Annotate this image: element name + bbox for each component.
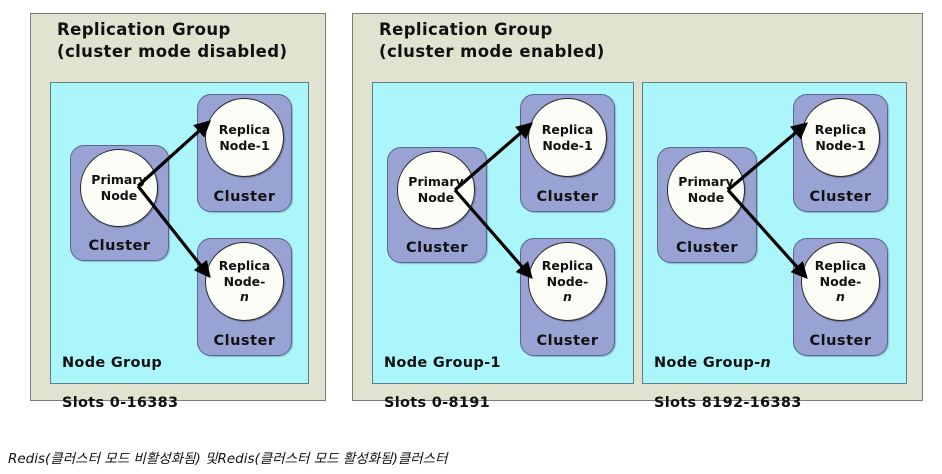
- cluster-label: Cluster: [536, 189, 599, 205]
- node-label-line2-text: Node-: [546, 273, 589, 289]
- node-group-name: Node Group-1: [384, 355, 501, 371]
- node-group-box-n: Cluster Primary Node Cluster Replica Nod…: [642, 82, 907, 411]
- cluster-label: Cluster: [88, 238, 151, 254]
- node-label-line2: Node-n: [820, 274, 862, 305]
- cluster-label: Cluster: [809, 333, 872, 349]
- node-replica-1-0: Replica Node-1: [205, 98, 284, 177]
- node-label-line1: Replica: [541, 258, 594, 274]
- node-replica-n-0: Replica Node-n: [205, 242, 284, 321]
- node-group-name-n: Node Group-n: [654, 355, 772, 371]
- node-label-line2-text: Node-: [819, 273, 862, 289]
- node-label-line1: Replica: [218, 121, 271, 137]
- node-label-line2: Node: [687, 190, 725, 205]
- node-label-line2: Node-1: [542, 137, 593, 153]
- node-group-slots: Slots 0-16383: [62, 395, 179, 411]
- node-label-line2: Node-n: [224, 274, 266, 305]
- node-label-italic-suffix: n: [240, 289, 249, 305]
- cluster-label: Cluster: [676, 240, 738, 256]
- node-replica-n-1: Replica Node-n: [528, 242, 607, 321]
- cluster-label: Cluster: [536, 333, 599, 349]
- node-label-line1: Primary: [91, 172, 147, 188]
- node-group-name: Node Group: [62, 355, 163, 371]
- node-label-line2: Node: [100, 188, 138, 203]
- node-label-line2-text: Node-: [223, 273, 266, 289]
- node-label-line2: Node-1: [815, 137, 866, 153]
- node-replica-1-n: Replica Node-1: [801, 98, 880, 177]
- cluster-label: Cluster: [809, 189, 872, 205]
- node-primary-0: Primary Node: [80, 149, 158, 227]
- node-primary-n: Primary Node: [667, 151, 745, 229]
- node-group-label-0: Node Group Slots 0-16383: [62, 333, 178, 413]
- node-label-line2: Node-1: [219, 137, 270, 153]
- cluster-label: Cluster: [213, 189, 276, 205]
- panel-title-enabled: Replication Group (cluster mode enabled): [379, 20, 605, 61]
- figure-caption: Redis(클러스터 모드 비활성화됨) 및Redis(클러스터 모드 활성화됨…: [8, 451, 448, 467]
- cluster-label: Cluster: [406, 240, 468, 256]
- node-label-line1: Primary: [678, 174, 734, 190]
- cluster-label: Cluster: [213, 333, 276, 349]
- panel-title-disabled: Replication Group (cluster mode disabled…: [57, 20, 288, 61]
- node-label-line1: Replica: [814, 121, 867, 137]
- node-group-label-1: Node Group-1 Slots 0-8191: [384, 333, 501, 413]
- panel-cluster-mode-enabled: Replication Group (cluster mode enabled)…: [352, 13, 923, 411]
- node-label-line1: Primary: [408, 174, 464, 190]
- node-replica-1-1: Replica Node-1: [528, 98, 607, 177]
- node-group-box-0: Cluster Primary Node Cluster Replica Nod…: [50, 82, 309, 411]
- node-label-line1: Replica: [541, 121, 594, 137]
- node-label-line2: Node-n: [547, 274, 589, 305]
- node-label-line2: Node: [417, 190, 455, 205]
- panel-cluster-mode-disabled: Replication Group (cluster mode disabled…: [30, 13, 326, 411]
- node-label-italic-suffix: n: [563, 289, 572, 305]
- node-label-italic-suffix: n: [836, 289, 845, 305]
- node-primary-1: Primary Node: [397, 151, 475, 229]
- node-group-box-1: Cluster Primary Node Cluster Replica Nod…: [372, 82, 634, 411]
- node-group-slots: Slots 8192-16383: [654, 395, 802, 411]
- node-label-line1: Replica: [218, 258, 271, 274]
- node-replica-n-n: Replica Node-n: [801, 242, 880, 321]
- node-label-line1: Replica: [814, 258, 867, 274]
- node-group-label-n: Node Group-n Slots 8192-16383: [654, 333, 802, 413]
- node-group-slots: Slots 0-8191: [384, 395, 491, 411]
